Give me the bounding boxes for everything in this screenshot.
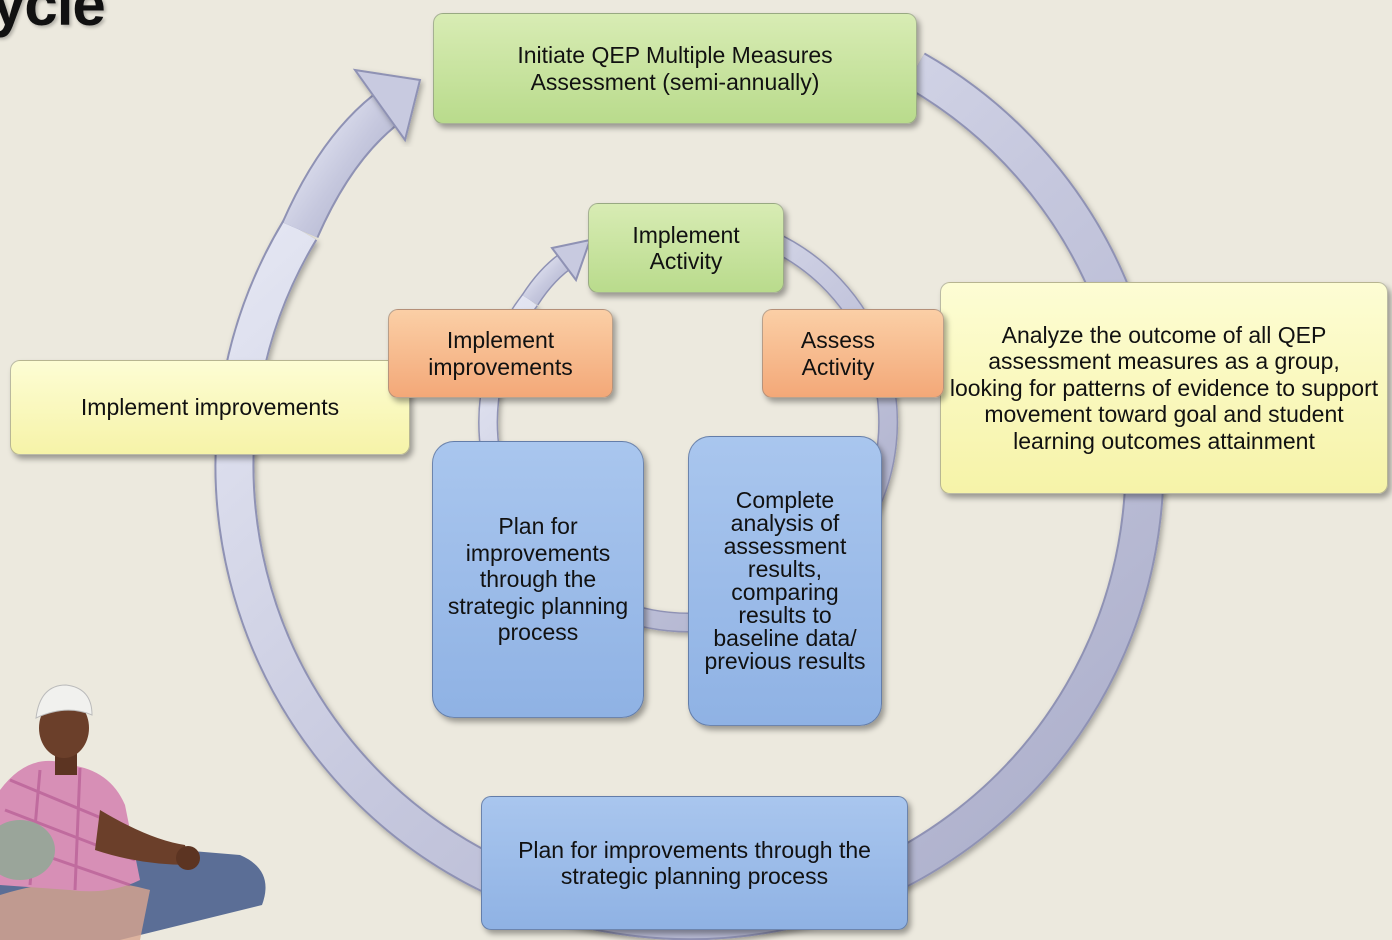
inner-right-text: Assess Activity [800,327,876,380]
inner-left-text: Implement improvements [428,327,573,380]
outer-right-box: Analyze the outcome of all QEP assessmen… [940,282,1388,494]
inner-lower-left-text: Plan for improvements through the strate… [447,513,629,646]
outer-bottom-text: Plan for improvements through the strate… [518,836,871,889]
inner-top-text: Implement Activity [632,221,740,274]
inner-left-box: Implement improvements [388,309,613,398]
slide-title: ycle [0,0,106,38]
outer-top-box: Initiate QEP Multiple Measures Assessmen… [433,13,917,124]
inner-top-box: Implement Activity [588,203,784,293]
inner-lower-right-box: Complete analysis of assessment results,… [688,436,882,726]
outer-right-text: Analyze the outcome of all QEP assessmen… [949,321,1379,454]
inner-right-box: Assess Activity [762,309,944,398]
outer-left-box: Implement improvements [10,360,410,455]
outer-top-text: Initiate QEP Multiple Measures Assessmen… [517,42,833,95]
student-photo [0,684,266,940]
outer-left-text: Implement improvements [80,394,340,421]
inner-arrow-head [550,238,592,283]
inner-lower-right-text: Complete analysis of assessment results,… [704,487,866,674]
inner-lower-left-box: Plan for improvements through the strate… [432,441,644,718]
outer-bottom-box: Plan for improvements through the strate… [481,796,908,930]
outer-arrow-head [352,68,422,143]
